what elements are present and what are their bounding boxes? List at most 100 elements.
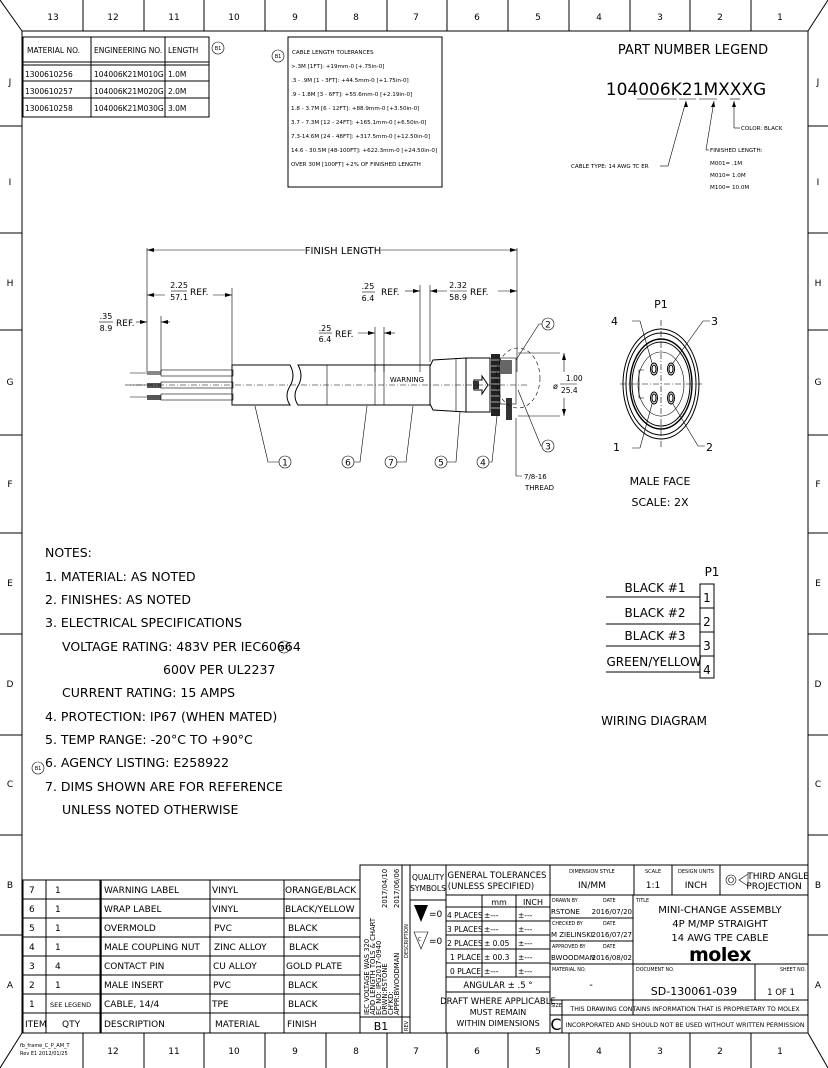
zone-row-label: G: [7, 378, 14, 388]
bom-header: FINISH: [287, 1020, 317, 1030]
zone-col-label: 12: [107, 1047, 118, 1057]
length-table-cell: 2.0M: [168, 87, 186, 96]
balloon-number: 4: [480, 459, 486, 469]
length-table-cell: 104006K21M010G: [94, 70, 164, 79]
zone-row-label: A: [7, 981, 14, 991]
note-line: 7. DIMS SHOWN ARE FOR REFERENCE: [45, 779, 283, 794]
wire-label: GREEN/YELLOW: [607, 655, 702, 669]
zone-row-label: D: [7, 680, 14, 690]
pin-label: 4: [611, 315, 618, 328]
pin-label: 2: [706, 441, 713, 454]
balloon-number: 1: [282, 459, 288, 469]
bom-cell: TPE: [211, 1000, 229, 1010]
cable-length-tolerances: B1 CABLE LENGTH TOLERANCES >.3M [1FT]: +…: [271, 36, 443, 188]
gen-tol-cell: ±---: [518, 953, 533, 962]
zone-row-label: E: [7, 579, 13, 589]
balloon-number: 3: [545, 443, 551, 453]
balloon-number: 5: [438, 459, 444, 469]
note-line: CURRENT RATING: 15 AMPS: [62, 685, 235, 700]
gen-tol-cell: 4 PLACES: [447, 911, 483, 920]
zone-col-label: 11: [168, 1047, 179, 1057]
bom-cell: BLACK: [289, 943, 320, 953]
gen-tol-angular: ANGULAR ± .5 °: [463, 981, 532, 991]
zone-row-label: B: [7, 881, 13, 891]
projection-text: PROJECTION: [746, 882, 801, 892]
date-label: DATE: [603, 898, 615, 904]
male-face-title: P1: [654, 298, 668, 311]
quality-c-glyph: C: [418, 937, 422, 943]
zone-col-label: 6: [474, 13, 480, 23]
legend-color: COLOR: BLACK: [741, 126, 783, 132]
dim-value: 6.4: [362, 294, 375, 303]
revision-marker: B1: [281, 645, 288, 651]
scale-value: 1:1: [646, 881, 660, 891]
zone-row-label: J: [8, 78, 12, 88]
wiring-pin: 1: [703, 591, 711, 605]
gen-tol-cell: ±---: [518, 967, 533, 976]
zone-col-label: 10: [228, 13, 240, 23]
zone-col-label: 2: [717, 13, 723, 23]
balloon-number: 2: [545, 321, 551, 331]
zone-col-label: 5: [535, 13, 541, 23]
length-table-cell: 104006K21M030G: [94, 104, 164, 113]
legend-title: PART NUMBER LEGEND: [618, 43, 768, 58]
zone-row-label: I: [9, 178, 12, 188]
zone-col-label: 7: [413, 1047, 419, 1057]
revision-text: IEC VOLTAGE WAS 320: [363, 939, 371, 1015]
bom-cell: PVC: [214, 924, 232, 934]
revision-marker: B1: [35, 766, 42, 772]
bill-of-materials: 7 1 WARNING LABEL VINYL ORANGE/BLACK 6 1…: [22, 879, 361, 1034]
revision-block: IEC VOLTAGE WAS 320 ADD LENGTH TOLS & CH…: [359, 864, 411, 1034]
bom-cell: 1: [55, 886, 61, 896]
zone-col-label: 8: [353, 13, 359, 23]
bom-cell: 1: [55, 943, 61, 953]
bom-cell: WRAP LABEL: [104, 905, 162, 915]
gen-tol-cell: ±---: [484, 967, 499, 976]
bom-cell: MALE COUPLING NUT: [104, 943, 200, 953]
revision-text: APPR:BWOODMAN: [393, 953, 401, 1015]
balloon-number: 7: [388, 459, 394, 469]
gen-tol-cell: ± 0.05: [484, 939, 510, 948]
tolerance-line: .9 - 1.8M [3 - 6FT]: +55.6mm-0 [+2.19in-…: [291, 92, 412, 98]
ref-label: REF.: [116, 319, 135, 329]
size-label: SIZE: [551, 1003, 562, 1009]
size-value: C: [550, 1015, 561, 1034]
zone-row-label: H: [7, 279, 14, 289]
proprietary-notice: THIS DRAWING CONTAINS INFORMATION THAT I…: [569, 1006, 800, 1013]
gen-tol-draft: DRAFT WHERE APPLICABLE: [440, 997, 556, 1007]
cable-assembly-side-view: FINISH LENGTH 2.25 57.1 REF. .35 8.9 REF…: [99, 246, 583, 492]
bom-cell: 5: [29, 924, 35, 934]
zone-row-label: G: [815, 378, 822, 388]
bom-cell: BLACK/YELLOW: [285, 905, 355, 915]
length-table-cell: 1300610257: [25, 87, 73, 96]
finish-length-label: FINISH LENGTH: [305, 246, 382, 257]
notes: NOTES: 1. MATERIAL: AS NOTED 2. FINISHES…: [31, 545, 301, 817]
bom-cell: 4: [55, 962, 61, 972]
length-table-cell: 104006K21M020G: [94, 87, 164, 96]
bom-cell: SEE LEGEND: [50, 1001, 91, 1009]
bom-cell: 4: [29, 943, 35, 953]
bom-cell: ORANGE/BLACK: [285, 886, 357, 896]
revision-text: DRWN:RSTONE: [381, 963, 389, 1015]
zone-row-label: H: [815, 279, 822, 289]
bom-cell: 1: [55, 905, 61, 915]
document-no: SD-130061-039: [651, 985, 737, 998]
quality-open-triangle-icon: [413, 931, 429, 950]
bom-header: MATERIAL: [215, 1020, 260, 1030]
bom-cell: CONTACT PIN: [104, 962, 164, 972]
date-label: DATE: [603, 944, 615, 950]
male-face-view: P1 1 2 3 4 MALE FACE SCALE: 2X: [611, 298, 718, 509]
projection-text: THIRD ANGLE: [746, 872, 809, 882]
revision-text: EC NO: IPG2017-0940: [375, 941, 383, 1015]
ref-label: REF.: [381, 288, 400, 298]
zone-col-label: 3: [657, 1047, 663, 1057]
bom-header: ITEM: [25, 1020, 47, 1030]
frame-rev: Rev E1 2012/01/25: [20, 1051, 68, 1057]
dim-value: 2.25: [170, 281, 188, 290]
gen-tol-col: INCH: [523, 898, 543, 907]
zone-row-label: B: [815, 881, 821, 891]
gen-tol-cell: 1 PLACE: [450, 953, 481, 962]
gen-tol-cell: ±---: [518, 911, 533, 920]
tolerance-line: 1.8 - 3.7M [6 - 12FT]: +88.9mm-0 [+3.50i…: [291, 106, 419, 112]
